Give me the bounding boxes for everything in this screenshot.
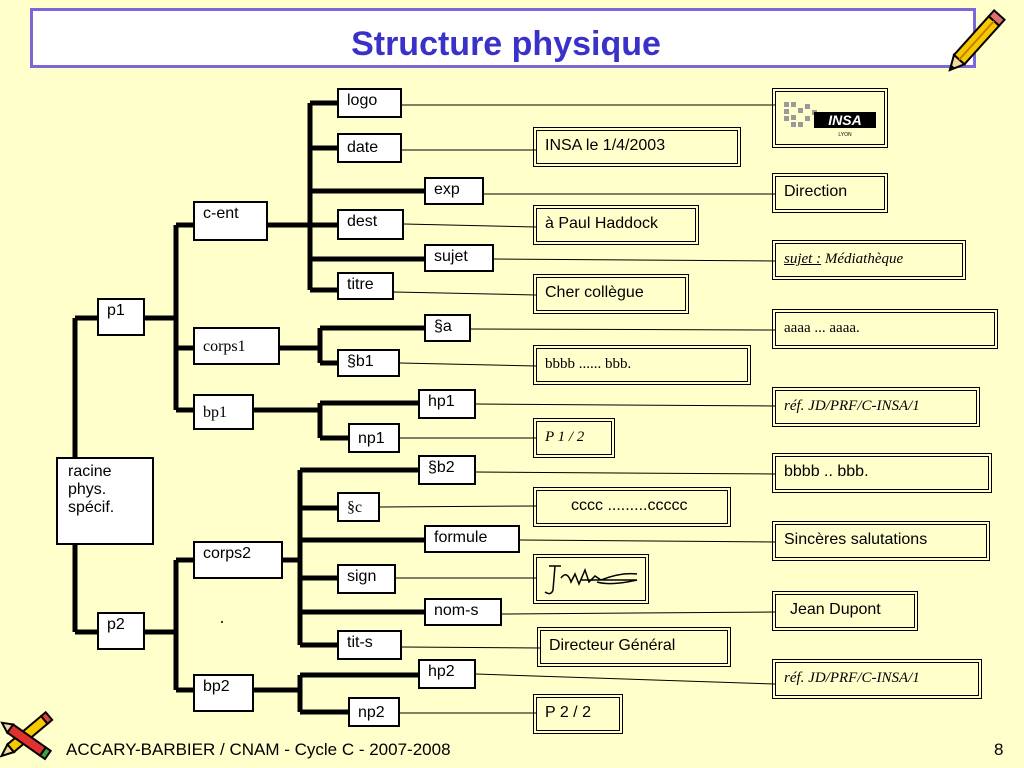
footer-text: ACCARY-BARBIER / CNAM - Cycle C - 2007-2… <box>66 740 451 759</box>
insa-logo-text: INSA <box>828 112 861 128</box>
value-tit-s: Directeur Général <box>537 627 731 667</box>
sujet-label: sujet : <box>784 251 822 267</box>
value-para-c: cccc .........ccccc <box>533 487 731 527</box>
node-np1: np1 <box>348 423 400 453</box>
node-c-ent: c-ent <box>193 201 268 241</box>
node-p1: p1 <box>97 298 145 336</box>
node-sujet: sujet <box>424 244 494 272</box>
value-para-b2: bbbb .. bbb. <box>772 453 992 493</box>
value-exp: Direction <box>772 173 888 213</box>
value-dest: à Paul Haddock <box>533 205 699 245</box>
value-para-b1: bbbb ...... bbb. <box>533 345 751 385</box>
pencils-icon <box>0 710 54 761</box>
node-bp1: bp1 <box>193 394 254 430</box>
node-nom-s: nom-s <box>424 598 502 626</box>
node-para-c: §c <box>337 492 380 522</box>
node-np2: np2 <box>348 697 400 727</box>
node-sign: sign <box>337 564 396 594</box>
signature-image <box>533 554 649 604</box>
value-titre: Cher collègue <box>533 274 689 314</box>
page-title: Structure physique <box>351 25 661 63</box>
node-formule: formule <box>424 525 520 553</box>
value-hp1: réf. JD/PRF/C-INSA/1 <box>772 387 980 427</box>
node-exp: exp <box>424 177 484 205</box>
node-racine: racine phys. spécif. <box>56 457 154 545</box>
node-corps1: corps1 <box>193 327 280 365</box>
value-np2: P 2 / 2 <box>533 694 623 734</box>
page-number: 8 <box>994 740 1004 759</box>
insa-logo-subtext: LYON <box>838 132 852 138</box>
node-hp2: hp2 <box>418 659 476 689</box>
node-date: date <box>337 133 402 163</box>
value-np1: P 1 / 2 <box>533 418 615 458</box>
node-para-a: §a <box>424 314 471 342</box>
value-nom-s: Jean Dupont <box>772 591 918 631</box>
pencil-icon <box>948 8 1006 72</box>
value-hp2: réf. JD/PRF/C-INSA/1 <box>772 659 982 699</box>
sujet-value: Médiathèque <box>824 251 904 267</box>
node-titre: titre <box>337 272 394 300</box>
value-date: INSA le 1/4/2003 <box>533 127 741 167</box>
value-formule: Sincères salutations <box>772 521 990 561</box>
node-para-b1: §b1 <box>337 349 400 377</box>
node-p2: p2 <box>97 612 145 650</box>
node-corps2: corps2 <box>193 541 283 579</box>
insa-logo: INSA LYON <box>772 88 888 148</box>
node-bp2: bp2 <box>193 674 254 712</box>
node-tit-s: tit-s <box>337 630 402 660</box>
value-sujet: sujet : Médiathèque <box>772 240 966 280</box>
node-dest: dest <box>337 209 404 240</box>
node-logo: logo <box>337 88 402 118</box>
node-hp1: hp1 <box>418 389 476 419</box>
node-para-b2: §b2 <box>418 455 476 485</box>
value-para-a: aaaa ... aaaa. <box>772 309 998 349</box>
title-bar: Structure physique <box>30 8 976 68</box>
